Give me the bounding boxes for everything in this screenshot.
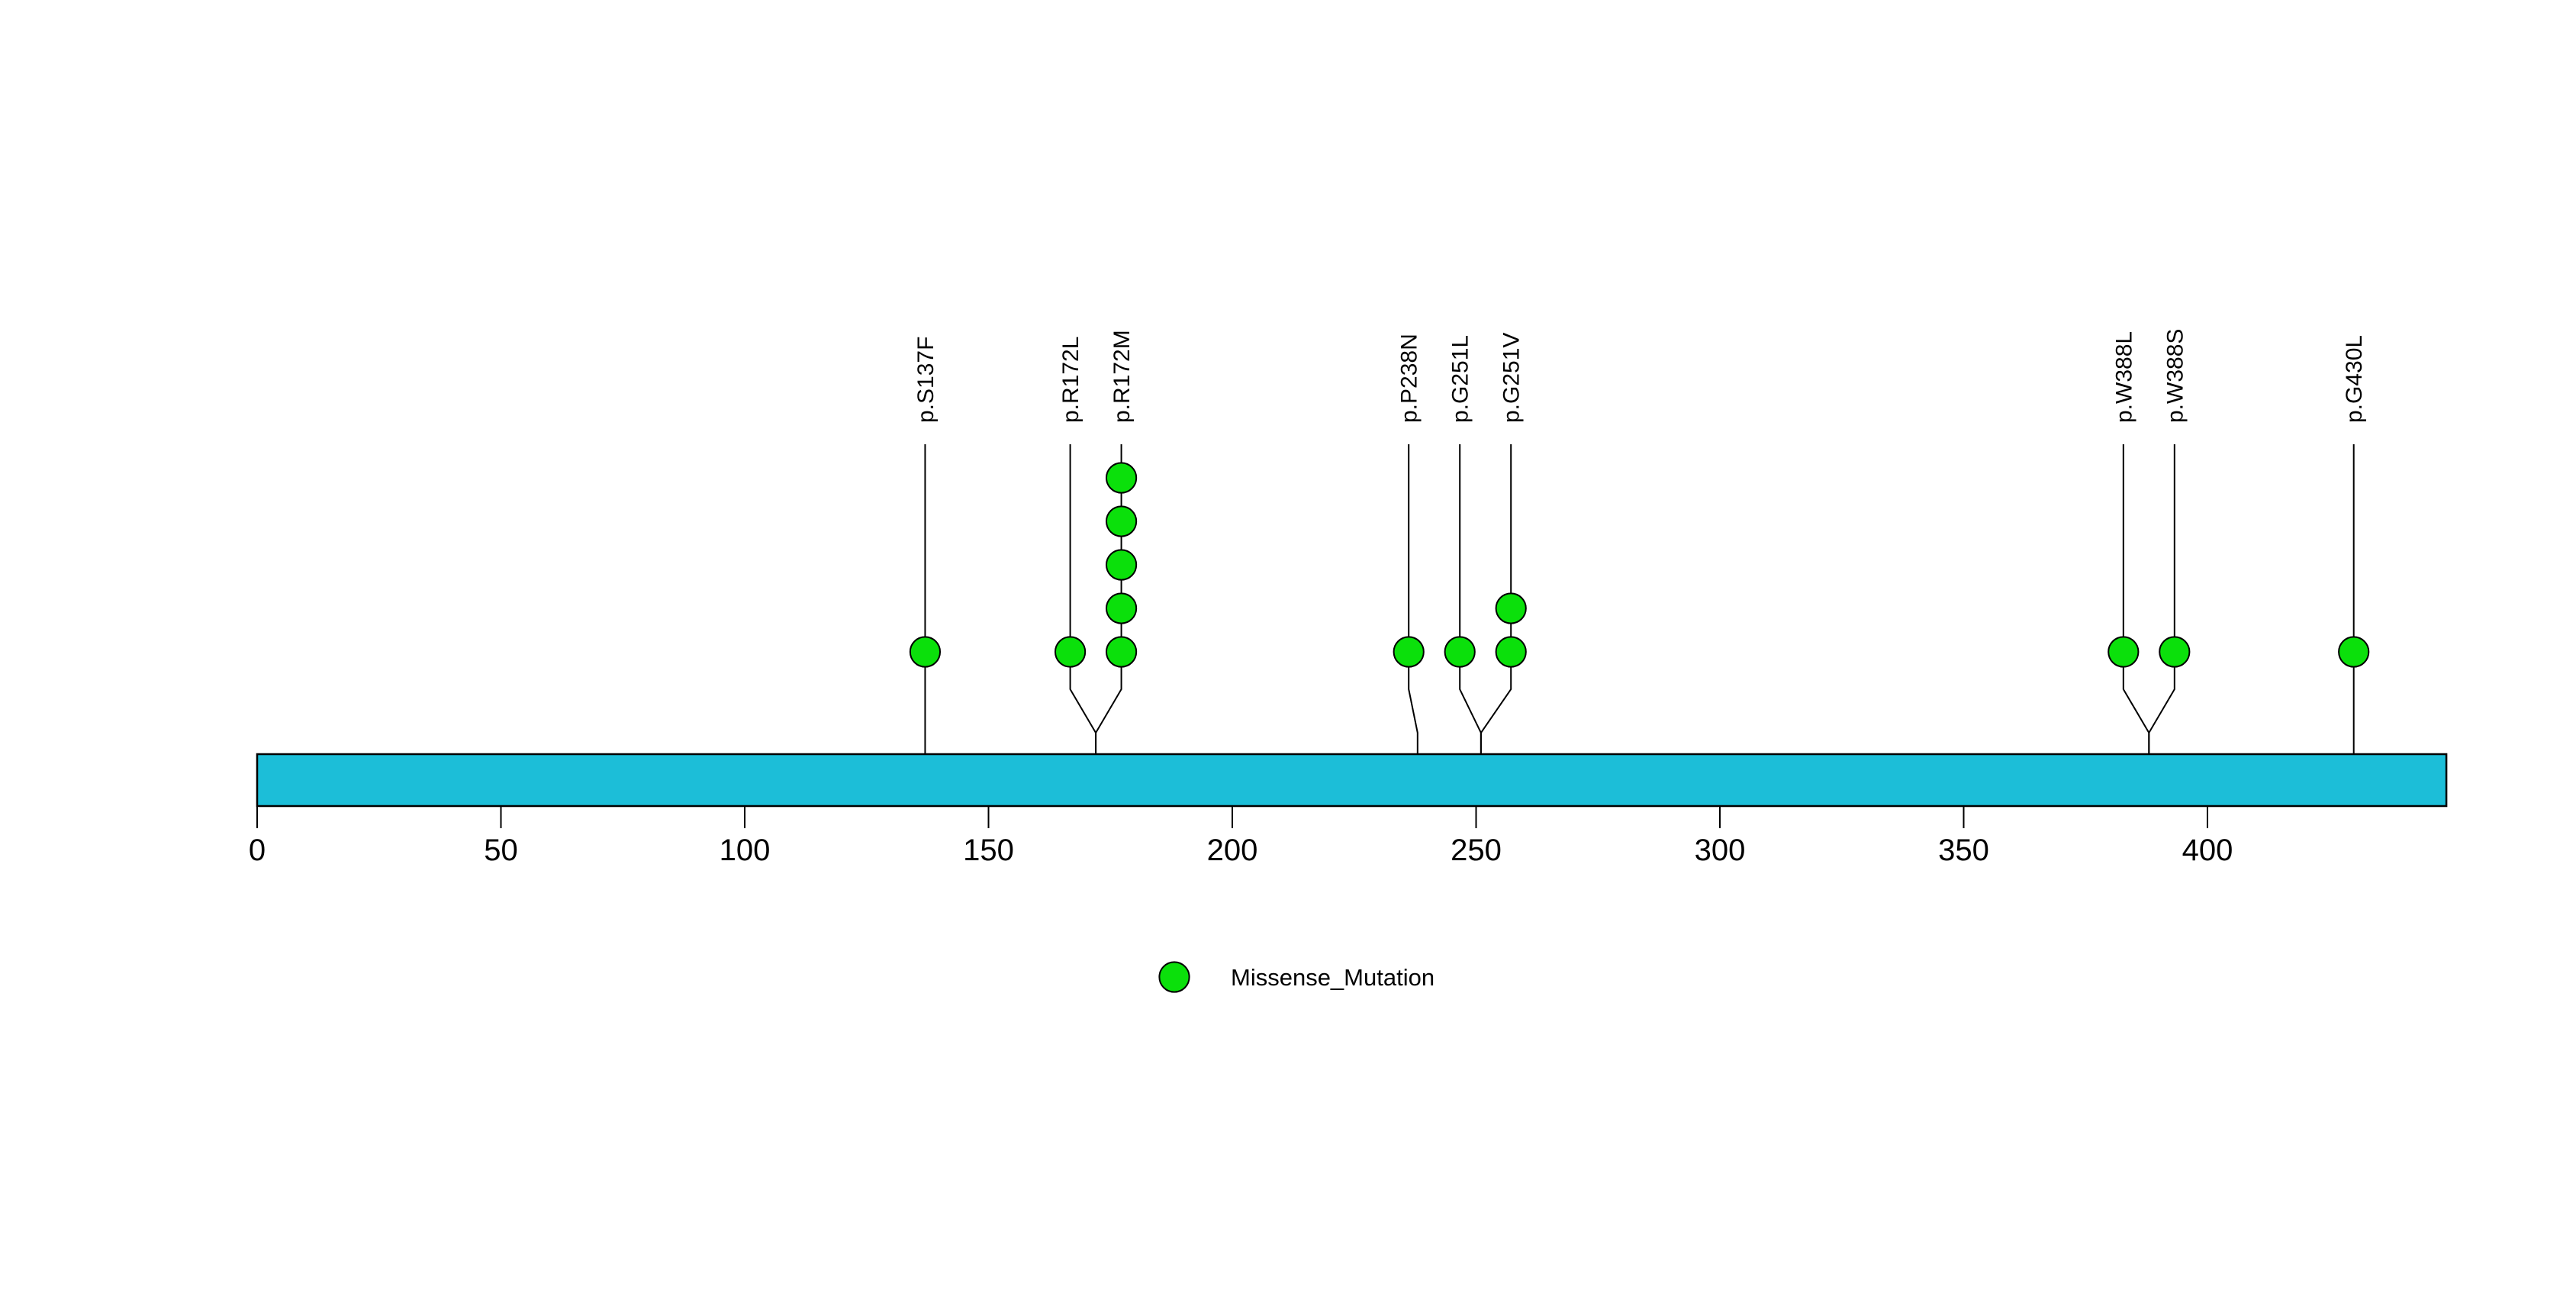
legend: Missense_Mutation — [1158, 961, 1435, 993]
mutation-lollipop-circle — [1054, 636, 1087, 668]
mutation-label: p.S137F — [913, 337, 939, 423]
mutation-lollipop-circle — [1105, 549, 1138, 581]
mutation-lollipop-circle — [1105, 592, 1138, 624]
axis-tick-label: 150 — [963, 834, 1014, 867]
mutation-stem — [1069, 444, 1097, 806]
mutation-lollipop-circle — [2159, 636, 2191, 668]
axis-tick-label: 400 — [2182, 834, 2233, 867]
axis-tick-label: 300 — [1695, 834, 1746, 867]
mutation-lollipop-circle — [1105, 505, 1138, 537]
mutation-label: p.R172L — [1058, 337, 1084, 423]
lollipop-circles-layer — [909, 462, 2370, 668]
mutation-lollipop-circle — [1495, 592, 1527, 624]
axis-tick-label: 200 — [1207, 834, 1258, 867]
mutation-stem — [1095, 444, 1122, 806]
mutation-lollipop-circle — [1105, 462, 1138, 494]
mutation-label: p.G251V — [1499, 333, 1525, 423]
mutation-lollipop-circle — [909, 636, 942, 668]
axis-tick-label: 250 — [1451, 834, 1502, 867]
mutation-stem — [1408, 444, 1418, 806]
axis-tick-label: 0 — [249, 834, 266, 867]
mutation-stem — [2122, 444, 2150, 806]
mutation-label: p.R172M — [1109, 330, 1135, 423]
mutation-label: p.W388L — [2111, 331, 2136, 423]
mutation-label: p.W388S — [2162, 329, 2188, 423]
mutation-lollipop-circle — [1105, 636, 1138, 668]
axis-tick-label: 100 — [720, 834, 771, 867]
axis-tick-label: 50 — [484, 834, 518, 867]
mutation-stem — [1480, 444, 1512, 806]
mutation-lollipop-circle — [1495, 636, 1527, 668]
mutation-label: p.P238N — [1397, 334, 1422, 423]
mutation-label: p.G251L — [1448, 335, 1473, 423]
protein-bar — [256, 753, 2448, 808]
mutation-stem — [1459, 444, 1482, 806]
mutation-stem — [2148, 444, 2175, 806]
mutation-lollipop-circle — [2107, 636, 2140, 668]
mutation-lollipop-circle — [1393, 636, 1425, 668]
axis-tick-label: 350 — [1938, 834, 1989, 867]
axis-layer: 0 50 100 150 200 250 300 350 400 — [249, 806, 2233, 867]
mutation-labels-layer: p.S137F p.R172L p.R172M p.P238N p.G251L p.G25… — [913, 329, 2367, 423]
mutation-lollipop-circle — [2338, 636, 2370, 668]
mutation-stems-layer — [924, 444, 2355, 806]
mutation-lollipop-circle — [1444, 636, 1476, 668]
mutation-label: p.G430L — [2342, 335, 2367, 423]
legend-label: Missense_Mutation — [1231, 964, 1435, 991]
legend-swatch-circle — [1158, 961, 1190, 993]
